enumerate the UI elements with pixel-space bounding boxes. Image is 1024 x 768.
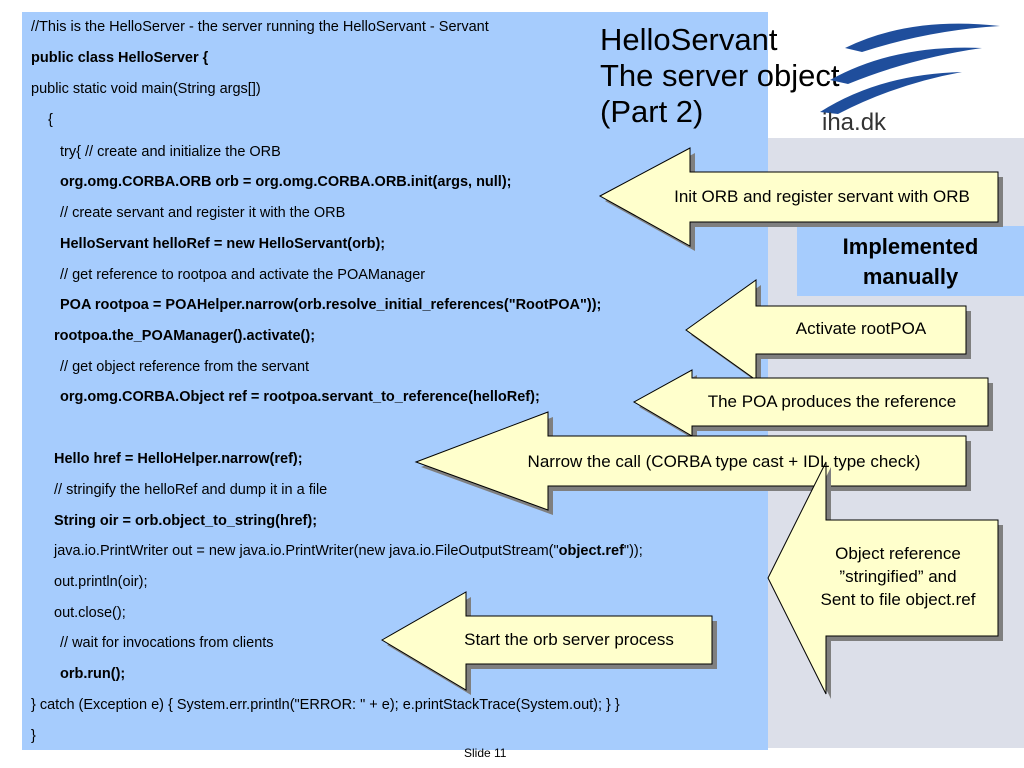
code-line-17-start: java.io.PrintWriter out = new java.io.Pr… — [54, 543, 559, 559]
code-line-17-bold: object.ref — [558, 543, 624, 559]
callout-arrow-activate-rootpoa — [685, 279, 971, 385]
callout-arrow-poa-reference — [632, 369, 993, 441]
code-line-22: } catch (Exception e) { System.err.print… — [31, 697, 620, 713]
callout-arrow-init-orb — [598, 147, 1003, 251]
implemented-line-2: manually — [862, 264, 959, 289]
code-line-5: try{ // create and initialize the ORB — [60, 144, 281, 160]
logo-text: iha.dk — [822, 109, 887, 136]
code-line-12: // get object reference from the servant — [60, 359, 310, 375]
implemented-manually-box: Implemented manually — [797, 226, 1024, 296]
code-line-14: Hello href = HelloHelper.narrow(ref); — [54, 451, 303, 467]
code-line-17-end: ")); — [623, 543, 643, 559]
code-line-13: org.omg.CORBA.Object ref = rootpoa.serva… — [60, 389, 540, 405]
code-line-16: String oir = orb.object_to_string(href); — [54, 513, 318, 529]
callout-narrow-text: Narrow the call (CORBA type cast + IDL t… — [527, 452, 921, 471]
logo-swoosh-top — [845, 23, 1000, 52]
code-line-20: // wait for invocations from clients — [60, 635, 274, 651]
callout-stringified-line-3: Sent to file object.ref — [820, 590, 976, 609]
callout-stringified-text: Object reference ”stringified” and Sent … — [794, 542, 1002, 611]
callout-init-orb-text: Init ORB and register servant with ORB — [674, 187, 970, 206]
slide-number: Slide 11 — [464, 746, 507, 760]
code-line-1: //This is the HelloServer - the server r… — [31, 19, 489, 35]
code-line-10: POA rootpoa = POAHelper.narrow(orb.resol… — [60, 297, 602, 313]
code-line-19: out.close(); — [54, 605, 126, 621]
title-line-3: (Part 2) — [600, 94, 704, 129]
implemented-manually-text: Implemented manually — [797, 232, 1024, 292]
logo-swoosh-middle — [830, 47, 982, 84]
code-line-4: { — [48, 112, 53, 128]
iha-logo: iha.dk — [820, 23, 1000, 136]
callout-stringified-line-1: Object reference — [835, 544, 961, 563]
code-line-17: java.io.PrintWriter out = new java.io.Pr… — [54, 543, 643, 559]
slide-title: HelloServant The server object (Part 2) — [600, 22, 840, 130]
code-line-11: rootpoa.the_POAManager().activate(); — [54, 328, 316, 344]
callout-poa-reference-text: The POA produces the reference — [707, 392, 957, 411]
implemented-line-1: Implemented — [842, 234, 979, 259]
code-line-18: out.println(oir); — [54, 574, 148, 590]
code-line-15: // stringify the helloRef and dump it in… — [54, 482, 328, 498]
code-line-23: } — [31, 728, 36, 744]
code-line-6: org.omg.CORBA.ORB orb = org.omg.CORBA.OR… — [60, 174, 512, 190]
code-line-21: orb.run(); — [60, 666, 126, 682]
title-line-1: HelloServant — [600, 22, 778, 57]
code-line-2: public class HelloServer { — [31, 50, 209, 66]
callout-orb-run-text: Start the orb server process — [464, 630, 674, 649]
callout-stringified-line-2: ”stringified” and — [839, 567, 957, 586]
code-line-3: public static void main(String args[]) — [31, 81, 261, 97]
callout-arrow-orb-run — [381, 591, 717, 695]
callout-activate-rootpoa-text: Activate rootPOA — [795, 319, 927, 338]
title-line-2: The server object — [600, 58, 840, 93]
logo-swoosh-bottom — [820, 72, 962, 114]
callout-arrow-stringified — [767, 461, 1003, 699]
code-line-8: HelloServant helloRef = new HelloServant… — [60, 236, 386, 252]
code-line-7: // create servant and register it with t… — [60, 205, 346, 221]
code-line-9: // get reference to rootpoa and activate… — [60, 267, 426, 283]
